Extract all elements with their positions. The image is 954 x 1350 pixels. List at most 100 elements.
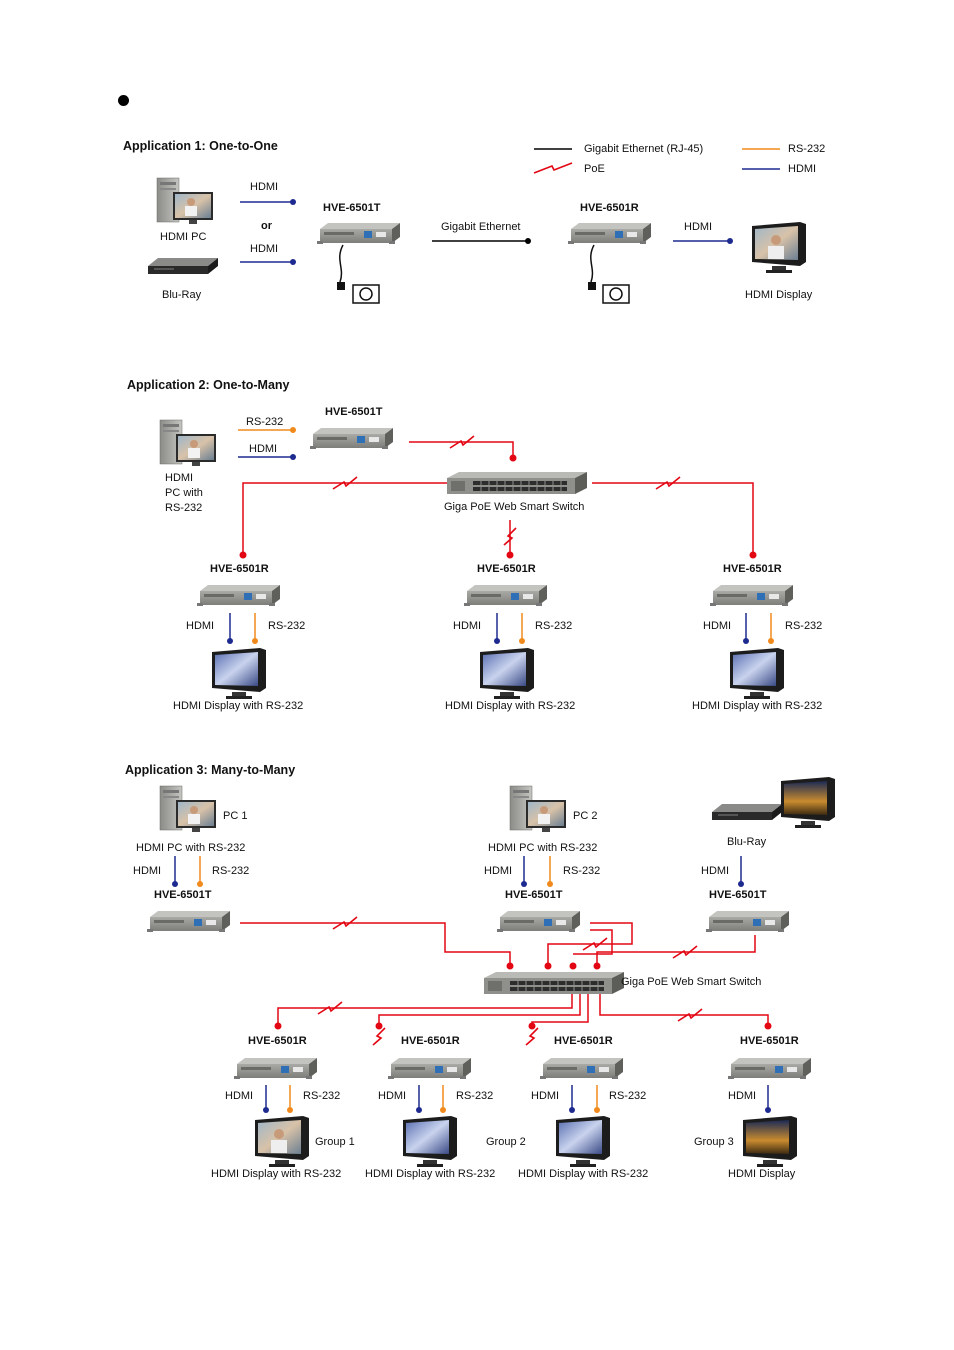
app3-pc1-icon <box>159 785 217 833</box>
app3-rx3-device <box>540 1058 623 1079</box>
app1-bluray-label: Blu-Ray <box>162 289 202 301</box>
app3-rx4-model: HVE-6501R <box>740 1035 799 1047</box>
app3-group1-label: Group 1 <box>315 1136 355 1148</box>
app2-switch-label: Giga PoE Web Smart Switch <box>444 501 585 513</box>
app2-source-line3: RS-232 <box>165 502 203 514</box>
app2-pc-icon <box>159 419 217 467</box>
app2-rx3-hdmi-label: HDMI <box>703 620 732 632</box>
app3-rx3-rs232-label: RS-232 <box>609 1090 647 1102</box>
app2-title: Application 2: One-to-Many <box>127 378 290 392</box>
app3-tx1-model: HVE-6501T <box>154 889 212 901</box>
app3-pc2-icon <box>509 785 567 833</box>
app3-tx2-hdmi-label: HDMI <box>484 865 513 877</box>
app3-rx1-hdmi-label: HDMI <box>225 1090 254 1102</box>
bullet-marker <box>118 95 129 106</box>
legend-hdmi-label: HDMI <box>788 163 817 175</box>
app3-switch-label: Giga PoE Web Smart Switch <box>621 976 762 988</box>
app3-tx3-hdmi-label: HDMI <box>701 865 730 877</box>
app3-bluray-icon <box>712 804 782 820</box>
app3-pc1-label: PC 1 <box>223 810 248 822</box>
app3-src2-label: HDMI PC with RS-232 <box>488 842 598 854</box>
app2-display3-label: HDMI Display with RS-232 <box>692 700 823 712</box>
app3-tx1-device <box>147 911 230 932</box>
app1-bluray-icon <box>148 258 218 274</box>
app3-display1-icon <box>255 1116 309 1167</box>
app3-bluray-display-icon <box>781 777 835 828</box>
app3-rx1-model: HVE-6501R <box>248 1035 307 1047</box>
app1-hdmi-out-label: HDMI <box>684 221 713 233</box>
app1-hdmi-top-label: HDMI <box>250 181 279 193</box>
app3-title: Application 3: Many-to-Many <box>125 763 296 777</box>
app2-display2-label: HDMI Display with RS-232 <box>445 700 576 712</box>
app1-rx-model: HVE-6501R <box>580 202 639 214</box>
app2-rx2-model: HVE-6501R <box>477 563 536 575</box>
app3-tx3-device <box>706 911 789 932</box>
app3-rx2-model: HVE-6501R <box>401 1035 460 1047</box>
app2-rx2-hdmi-label: HDMI <box>453 620 482 632</box>
app3-rx1-device <box>234 1058 317 1079</box>
app1-tx-model: HVE-6501T <box>323 202 381 214</box>
app2-rx3-model: HVE-6501R <box>723 563 782 575</box>
app3-display2-label: HDMI Display with RS-232 <box>365 1168 496 1180</box>
app3-display4-icon <box>743 1116 797 1167</box>
app2-display2-icon <box>480 648 534 699</box>
app3-display3-label: HDMI Display with RS-232 <box>518 1168 649 1180</box>
legend-ethernet-label: Gigabit Ethernet (RJ-45) <box>584 143 704 155</box>
app3-diagram <box>147 777 835 1167</box>
app2-source-line2: PC with <box>165 487 203 499</box>
app2-rx1-device <box>197 585 280 606</box>
app2-tx-device <box>310 428 393 449</box>
app2-rx2-rs232-label: RS-232 <box>535 620 573 632</box>
app2-rx1-rs232-label: RS-232 <box>268 620 306 632</box>
app3-tx3-model: HVE-6501T <box>709 889 767 901</box>
app2-switch-device <box>446 471 588 495</box>
app3-src3-label: Blu-Ray <box>727 836 767 848</box>
app3-pc2-label: PC 2 <box>573 810 598 822</box>
app1-link-label: Gigabit Ethernet <box>441 221 521 233</box>
app1-hdmi-bottom-label: HDMI <box>250 243 279 255</box>
app1-rx-device <box>568 223 651 244</box>
app2-display3-icon <box>730 648 784 699</box>
app3-rx2-hdmi-label: HDMI <box>378 1090 407 1102</box>
app3-display1-label: HDMI Display with RS-232 <box>211 1168 342 1180</box>
app2-rx1-hdmi-label: HDMI <box>186 620 215 632</box>
app2-rx3-device <box>710 585 793 606</box>
app3-tx1-rs232-label: RS-232 <box>212 865 250 877</box>
app2-rs232-label: RS-232 <box>246 416 284 428</box>
app2-rx3-rs232-label: RS-232 <box>785 620 823 632</box>
app3-rx4-device <box>728 1058 811 1079</box>
app3-rx3-model: HVE-6501R <box>554 1035 613 1047</box>
app1-tx-outlet-icon <box>352 284 380 304</box>
app3-display2-icon <box>403 1116 457 1167</box>
app1-display-label: HDMI Display <box>745 289 813 301</box>
app1-display-icon <box>752 222 806 273</box>
app3-rx1-rs232-label: RS-232 <box>303 1090 341 1102</box>
app3-rx3-hdmi-label: HDMI <box>531 1090 560 1102</box>
app2-tx-model: HVE-6501T <box>325 406 383 418</box>
app1-rx-outlet-icon <box>602 284 630 304</box>
app3-switch-device <box>483 971 625 995</box>
app1-tx-plug-icon <box>337 282 345 290</box>
legend-poe-label: PoE <box>584 163 605 175</box>
legend-rs232-label: RS-232 <box>788 143 826 155</box>
app3-display3-icon <box>556 1116 610 1167</box>
app1-or-label: or <box>261 220 272 232</box>
app3-tx2-model: HVE-6501T <box>505 889 563 901</box>
legend <box>533 148 780 174</box>
app1-rx-plug-icon <box>588 282 596 290</box>
app3-tx2-device <box>497 911 580 932</box>
app1-tx-device <box>317 223 400 244</box>
app3-rx2-rs232-label: RS-232 <box>456 1090 494 1102</box>
app2-hdmi-label: HDMI <box>249 443 278 455</box>
app1-diagram <box>148 177 806 304</box>
app1-pc-icon <box>156 177 214 225</box>
app3-src1-label: HDMI PC with RS-232 <box>136 842 246 854</box>
app2-display1-label: HDMI Display with RS-232 <box>173 700 304 712</box>
app3-group3-label: Group 3 <box>694 1136 734 1148</box>
app3-rx2-device <box>388 1058 471 1079</box>
app2-diagram <box>159 419 793 699</box>
app2-display1-icon <box>212 648 266 699</box>
app2-source-line1: HDMI <box>165 472 194 484</box>
app2-rx2-device <box>464 585 547 606</box>
